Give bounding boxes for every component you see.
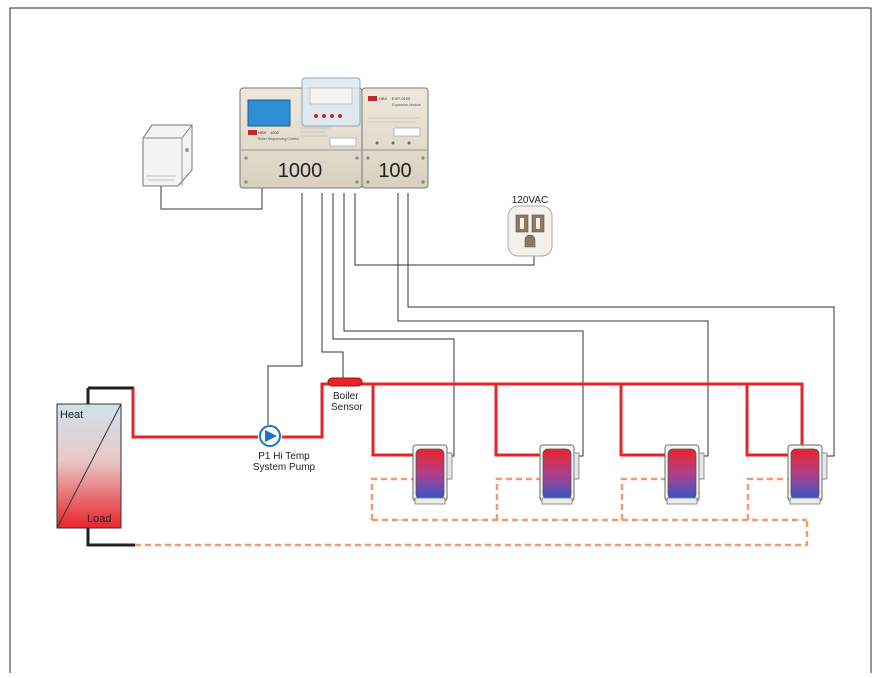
control-1000-label: 1000 <box>278 160 323 182</box>
expansion-100-label: 100 <box>378 160 411 182</box>
outdoor-sensor-wire <box>160 185 263 210</box>
main-model-text: 1000 <box>270 130 280 135</box>
boiler-3-wire <box>397 193 709 457</box>
return-header <box>135 520 809 547</box>
return-branch-3 <box>620 477 665 520</box>
main-subtitle-text: Boiler Sequencing Control <box>258 137 299 141</box>
power-outlet-icon <box>507 205 553 257</box>
lcd-display <box>247 99 291 127</box>
boiler-sensor-label-line1: Boiler <box>333 391 359 402</box>
diagram-frame <box>9 7 872 678</box>
pump-label-line2: System Pump <box>253 462 316 473</box>
control-1000: HBX 1000 Boiler Sequencing Control 1000 <box>239 77 363 189</box>
boiler-2-wire <box>343 193 584 457</box>
boiler-icon <box>412 444 453 505</box>
main-brand-text: HBX <box>258 130 267 135</box>
return-branch-1 <box>370 477 413 520</box>
storage-tank: Heat Load <box>56 403 122 529</box>
boiler-sensor-icon <box>327 377 363 387</box>
boiler-sensor-wire <box>321 193 344 378</box>
boiler-icon <box>664 444 705 505</box>
tank-diagonal <box>56 403 122 529</box>
tank-return-stub <box>86 527 135 547</box>
main-brand-badge <box>248 130 257 135</box>
control-wiring <box>160 185 835 457</box>
expansion-100: HBX EXP-0100 Expansion Module 100 <box>361 87 429 189</box>
outlet-label: 120VAC <box>512 195 549 206</box>
boiler-1-wire <box>332 193 455 457</box>
supply-branch-3 <box>619 384 665 457</box>
tank-heat-label: Heat <box>60 409 83 421</box>
tank-load-label: Load <box>87 513 111 525</box>
expansion-brand-text: HBX <box>379 96 388 101</box>
outlet-wire <box>354 193 535 266</box>
boiler-group <box>412 444 828 505</box>
return-branch-4 <box>746 477 788 520</box>
supply-branch-1 <box>371 384 413 457</box>
pump-wire <box>267 193 303 425</box>
expansion-100-housing <box>361 87 429 189</box>
boiler-sensor-label-line2: Sensor <box>331 402 363 413</box>
expansion-subtitle-text: Expansion Module <box>392 103 421 107</box>
return-branch-2 <box>495 477 540 520</box>
boiler-4-wire <box>407 193 835 457</box>
supply-branch-2 <box>494 384 540 457</box>
expansion-brand-badge <box>368 96 377 101</box>
supply-branch-4 <box>745 384 788 457</box>
boiler-icon <box>539 444 580 505</box>
return-piping <box>135 477 809 547</box>
outdoor-sensor-icon <box>142 124 193 187</box>
expansion-model-text: EXP-0100 <box>392 96 411 101</box>
pump-label-line1: P1 Hi Temp <box>258 451 310 462</box>
boiler-icon <box>787 444 828 505</box>
circulator-pump-icon <box>259 425 281 447</box>
